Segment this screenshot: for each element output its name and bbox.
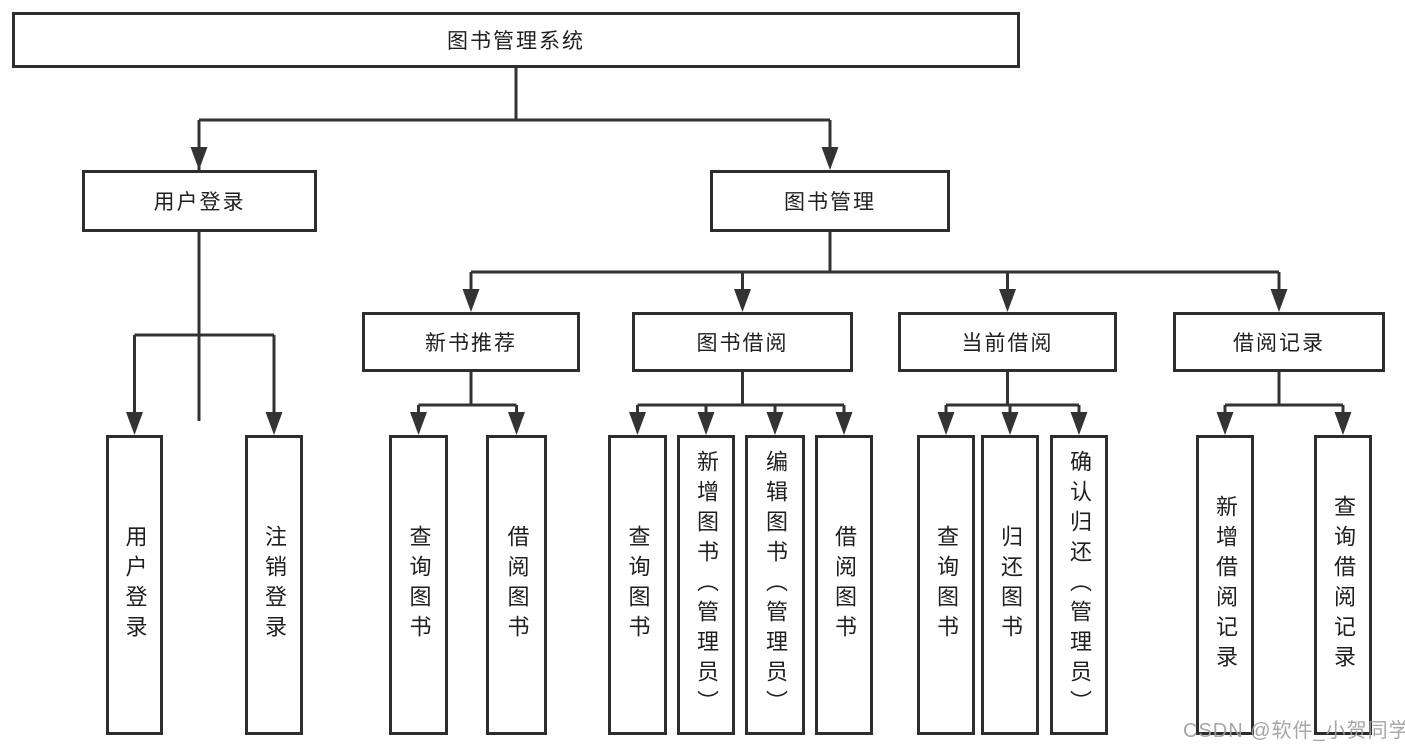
leaf-edit-books-admin: 编辑图书（管理员）	[745, 435, 805, 735]
node-library-management-system: 图书管理系统	[12, 12, 1020, 68]
leaf-confirm-return-admin: 确认归还（管理员）	[1050, 435, 1108, 735]
leaf-logout: 注销登录	[245, 435, 303, 735]
leaf-query-borrow-record: 查询借阅记录	[1314, 435, 1372, 735]
node-book-management: 图书管理	[710, 170, 950, 232]
leaf-add-borrow-record: 新增借阅记录	[1196, 435, 1254, 735]
leaf-query-books-borrowing: 查询图书	[608, 435, 667, 735]
node-current-borrowing: 当前借阅	[898, 312, 1117, 372]
leaf-add-books-admin: 新增图书（管理员）	[677, 435, 735, 735]
node-borrowing-records: 借阅记录	[1173, 312, 1385, 372]
leaf-query-books-recommend: 查询图书	[389, 435, 448, 735]
node-new-book-recommendation: 新书推荐	[362, 312, 580, 372]
node-user-login: 用户登录	[82, 170, 317, 232]
node-book-borrowing: 图书借阅	[632, 312, 853, 372]
leaf-query-books-current: 查询图书	[917, 435, 975, 735]
leaf-borrow-books-borrowing: 借阅图书	[815, 435, 873, 735]
leaf-user-login: 用户登录	[106, 435, 163, 735]
arrowheads	[126, 147, 1352, 435]
leaf-borrow-books-recommend: 借阅图书	[486, 435, 547, 735]
csdn-watermark: CSDN @软件_小贺同学	[1183, 720, 1405, 742]
leaf-return-books: 归还图书	[981, 435, 1039, 735]
